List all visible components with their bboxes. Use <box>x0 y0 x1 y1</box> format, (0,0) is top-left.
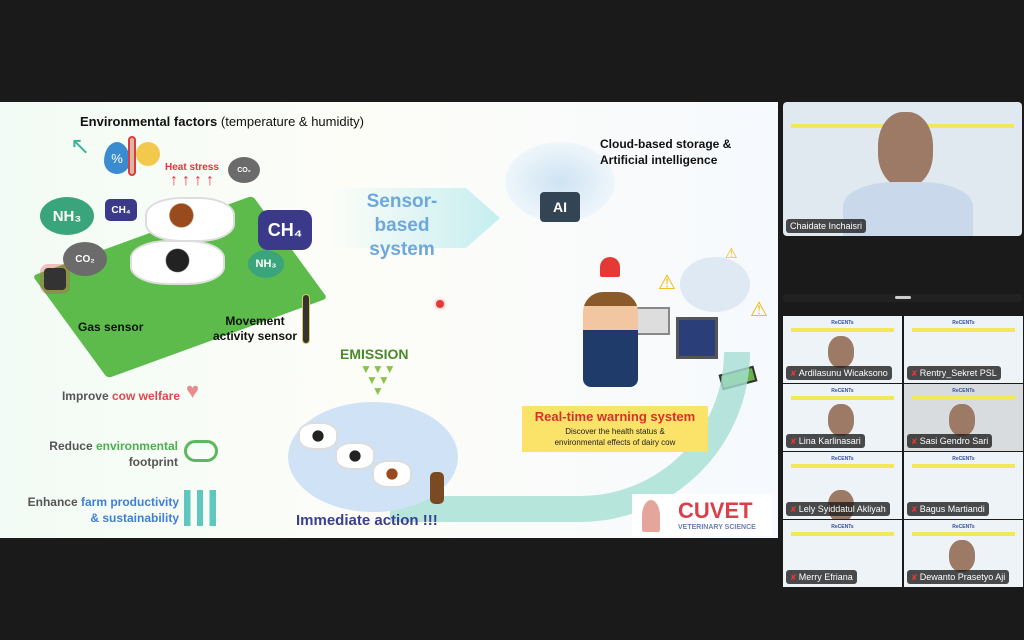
participant-tile[interactable]: ReCENTs ✘Lely Syiddatul Akliyah <box>783 452 902 519</box>
warning-system-box: Real-time warning system Discover the he… <box>522 406 708 452</box>
participant-name-tag: ✘Rentry_Sekret PSL <box>907 366 1001 380</box>
sensor-arrow <box>330 188 500 248</box>
logo-main-text: CUVET <box>678 498 753 523</box>
cow-stall <box>372 460 412 488</box>
gas-sensor-device-icon <box>44 268 66 290</box>
participant-tile[interactable]: ReCENTs ✘Ardilasunu Wicaksono <box>783 316 902 383</box>
muted-mic-icon: ✘ <box>790 368 797 378</box>
heart-icon: ♥ <box>186 378 200 403</box>
sun-icon <box>136 142 160 166</box>
participant-tile[interactable]: ReCENTs ✘Merry Efriana <box>783 520 902 587</box>
participant-face <box>949 540 975 572</box>
speaker-name-tag: Chaidate Inchaisri <box>786 219 867 233</box>
participant-tile[interactable]: ReCENTs ✘Dewanto Prasetyo Aji <box>904 520 1023 587</box>
tile-banner <box>791 532 894 536</box>
gas-sensor-label: Gas sensor <box>78 320 144 334</box>
cow-brown <box>145 197 235 242</box>
tile-brand: ReCENTs <box>831 456 854 462</box>
tile-banner <box>912 328 1015 332</box>
speaker-face <box>878 112 933 187</box>
env-factors-title: Environmental factors (temperature & hum… <box>80 114 364 129</box>
ai-chip-icon: AI <box>540 192 580 222</box>
heat-stress-label: Heat stress <box>165 162 219 173</box>
cow-stall <box>298 422 338 450</box>
cow-stall <box>335 442 375 470</box>
tile-brand: ReCENTs <box>952 388 975 394</box>
warning-icon: ⚠ <box>658 272 676 294</box>
participant-tile[interactable]: ReCENTs ✘Bagus Martiandi <box>904 452 1023 519</box>
logo-sub-text: VETERINARY SCIENCE <box>678 524 756 531</box>
tile-brand: ReCENTs <box>952 456 975 462</box>
muted-mic-icon: ✘ <box>790 504 797 514</box>
tile-banner <box>912 532 1015 536</box>
ch4-badge: CH₄ <box>105 199 137 221</box>
cloud-ai-title: Cloud-based storage & Artificial intelli… <box>600 137 732 167</box>
laser-pointer <box>436 300 444 308</box>
co2-cloud: CO₂ <box>63 242 107 276</box>
movement-sensor-label: Movement activity sensor <box>212 314 298 343</box>
humidity-icon: % <box>104 142 130 174</box>
tile-banner <box>791 396 894 400</box>
immediate-action-label: Immediate action !!! <box>296 512 438 529</box>
participant-name-tag: ✘Bagus Martiandi <box>907 502 989 516</box>
tile-brand: ReCENTs <box>831 388 854 394</box>
running-farmer-illustration <box>430 472 444 504</box>
tile-brand: ReCENTs <box>831 320 854 326</box>
active-speaker-video[interactable]: Chaidate Inchaisri <box>783 102 1022 236</box>
tile-banner <box>912 464 1015 468</box>
muted-mic-icon: ✘ <box>911 504 918 514</box>
warning-icon: ⚠ <box>750 299 768 321</box>
muted-mic-icon: ✘ <box>911 436 918 446</box>
tile-brand: ReCENTs <box>952 320 975 326</box>
gear-cloud-icon <box>680 257 750 312</box>
participant-face <box>828 404 854 436</box>
cow-black <box>130 240 225 285</box>
participant-tile[interactable]: ReCENTs ✘Rentry_Sekret PSL <box>904 316 1023 383</box>
alarm-icon <box>600 257 620 277</box>
heat-arrows: ↑↑↑↑ <box>170 172 218 189</box>
collar-sensor-icon <box>302 294 310 344</box>
benefit-productivity: Enhance farm productivity& sustainabilit… <box>27 495 179 525</box>
emission-label: EMISSION <box>340 346 409 362</box>
participant-name-tag: ✘Merry Efriana <box>786 570 857 584</box>
growth-chart-icon <box>184 490 216 526</box>
muted-mic-icon: ✘ <box>790 436 797 446</box>
warning-subtitle: Discover the health status & environment… <box>554 427 676 447</box>
thermometer-icon <box>128 136 136 176</box>
up-arrow-icon: ↖ <box>70 133 91 160</box>
muted-mic-icon: ✘ <box>790 572 797 582</box>
tile-brand: ReCENTs <box>952 524 975 530</box>
participant-face <box>828 336 854 368</box>
nh3-cloud: NH₃ <box>40 197 94 235</box>
participant-name-tag: ✘Lina Karlinasari <box>786 434 865 448</box>
tile-banner <box>791 464 894 468</box>
cuvet-logo: CUVET VETERINARY SCIENCE <box>632 494 772 536</box>
panel-resize-handle[interactable] <box>783 294 1022 302</box>
sensor-system-label: Sensor-based system <box>366 191 438 260</box>
tile-banner <box>791 328 894 332</box>
nh3-cloud-small: NH₃ <box>248 250 284 278</box>
muted-mic-icon: ✘ <box>911 572 918 582</box>
benefit-cow-welfare: Improve cow welfare <box>61 389 180 403</box>
ch4-badge-large: CH₄ <box>258 210 312 250</box>
tile-banner <box>912 396 1015 400</box>
participant-tile[interactable]: ReCENTs ✘Lina Karlinasari <box>783 384 902 451</box>
participant-name-tag: ✘Lely Syiddatul Akliyah <box>786 502 890 516</box>
eco-cloud-icon <box>184 440 218 462</box>
muted-mic-icon: ✘ <box>911 368 918 378</box>
emission-arrows: ▼▼▼▼▼▼ <box>360 362 396 398</box>
participant-face <box>949 404 975 436</box>
warning-icon: ⚠ <box>725 245 738 261</box>
participant-name-tag: ✘Dewanto Prasetyo Aji <box>907 570 1010 584</box>
tile-brand: ReCENTs <box>831 524 854 530</box>
shared-slide: Environmental factors (temperature & hum… <box>0 102 778 538</box>
warning-title: Real-time warning system <box>534 409 696 424</box>
participant-name-tag: ✘Sasi Gendro Sari <box>907 434 993 448</box>
co2-cloud-small: CO₂ <box>228 157 260 183</box>
participant-name-tag: ✘Ardilasunu Wicaksono <box>786 366 892 380</box>
participant-tile[interactable]: ReCENTs ✘Sasi Gendro Sari <box>904 384 1023 451</box>
chula-emblem <box>642 500 660 532</box>
